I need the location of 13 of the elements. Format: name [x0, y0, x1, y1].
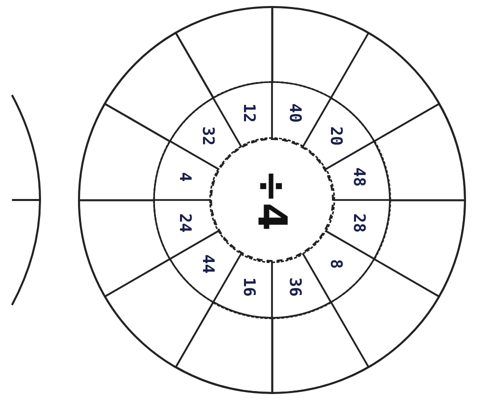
number-label: 48: [350, 167, 367, 186]
number-label: 44: [200, 254, 216, 274]
number-label: 12: [240, 103, 257, 123]
number-label: 32: [200, 126, 216, 146]
number-label: 28: [350, 214, 367, 233]
number-label: 16: [240, 277, 257, 297]
number-label: 36: [287, 277, 304, 297]
number-label: 8: [328, 258, 344, 268]
number-label: 40: [287, 103, 304, 123]
number-label: 4: [177, 172, 194, 182]
operation-label: ÷4: [252, 169, 292, 231]
number-label: 24: [177, 214, 194, 233]
number-label: 20: [328, 126, 344, 146]
